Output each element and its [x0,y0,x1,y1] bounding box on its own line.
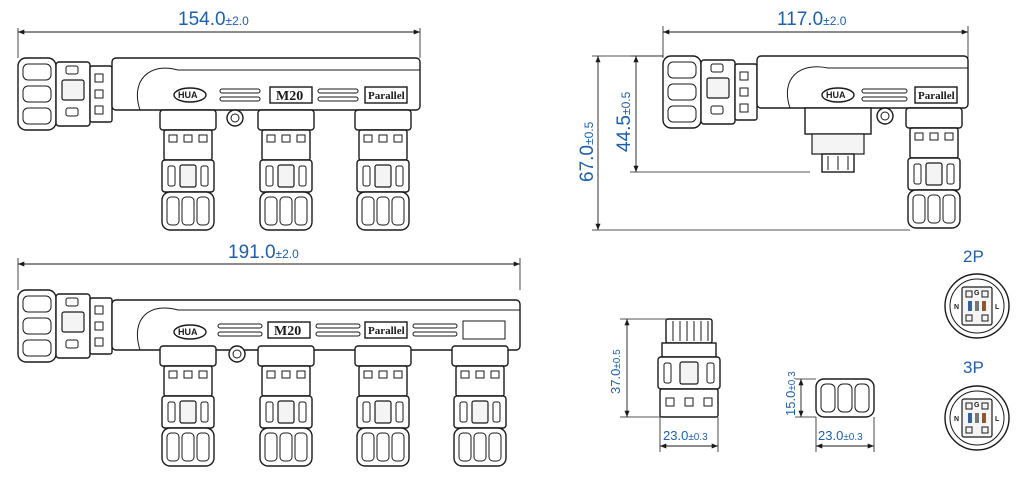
dim-23b-value: 23.0 [818,428,843,443]
thread-label-bottom: M20 [274,324,301,339]
svg-text:117.0±2.0: 117.0±2.0 [777,9,847,30]
svg-text:44.5±0.5: 44.5±0.5 [614,91,635,152]
view-four-way: 191.0±2.0 HUA M20 Parallel [17,242,521,467]
view-three-way: 154.0±2.0 HUA M20 Parallel [17,9,421,231]
pin-n-2p: N [954,304,959,311]
dim-154-tol: ±2.0 [226,14,250,28]
pinout-3p: 3P G N L [944,358,1010,451]
dim-23a-value: 23.0 [663,428,688,443]
pinout-3p-title: 3P [963,358,984,377]
svg-text:23.0±0.3: 23.0±0.3 [818,428,863,443]
dim-191-tol: ±2.0 [276,247,300,261]
pin-g-2p: G [974,290,980,297]
view-side: 117.0±2.0 67.0±0.5 44.5±0.5 HUA Parallel [577,9,969,231]
view-end-cap: 15.0±0.3 23.0±0.3 [783,371,875,452]
svg-text:154.0±2.0: 154.0±2.0 [178,9,249,30]
dim-117-value: 117.0 [777,9,823,30]
pinout-2p: 2P G N L [944,247,1010,339]
svg-text:191.0±2.0: 191.0±2.0 [228,242,299,263]
pin-l-3p: L [995,416,1000,423]
parallel-label-bottom: Parallel [368,325,405,337]
dim-15-value: 15.0 [783,391,798,416]
dim-44-value: 44.5 [614,115,635,152]
dim-67-tol: ±0.5 [582,121,596,145]
dim-23b-tol: ±0.3 [843,432,863,443]
parallel-label: Parallel [368,90,405,102]
brand-logo-text: HUA [178,90,198,100]
brand-logo-text-bottom: HUA [178,327,198,337]
dim-67-value: 67.0 [577,145,598,182]
pin-n-3p: N [954,416,959,423]
dim-37-value: 37.0 [608,369,623,394]
dim-117-tol: ±2.0 [823,14,847,28]
dim-15-tol: ±0.3 [787,371,798,391]
svg-text:15.0±0.3: 15.0±0.3 [783,371,798,416]
pinout-2p-title: 2P [963,247,984,266]
svg-text:37.0±0.5: 37.0±0.5 [608,349,623,394]
thread-label: M20 [276,89,303,104]
svg-text:23.0±0.3: 23.0±0.3 [663,428,708,443]
parallel-label-side: Parallel [918,90,955,102]
view-single-connector: 37.0±0.5 23.0±0.3 [608,318,721,452]
dim-23a-tol: ±0.3 [688,432,708,443]
dim-44-tol: ±0.5 [619,91,633,115]
pin-l-2p: L [995,304,1000,311]
brand-logo-text-side: HUA [826,90,846,100]
dim-154-value: 154.0 [178,9,226,30]
dim-37-tol: ±0.5 [612,349,623,369]
pin-g-3p: G [974,402,980,409]
svg-text:67.0±0.5: 67.0±0.5 [577,121,598,182]
dim-191-value: 191.0 [228,242,276,263]
